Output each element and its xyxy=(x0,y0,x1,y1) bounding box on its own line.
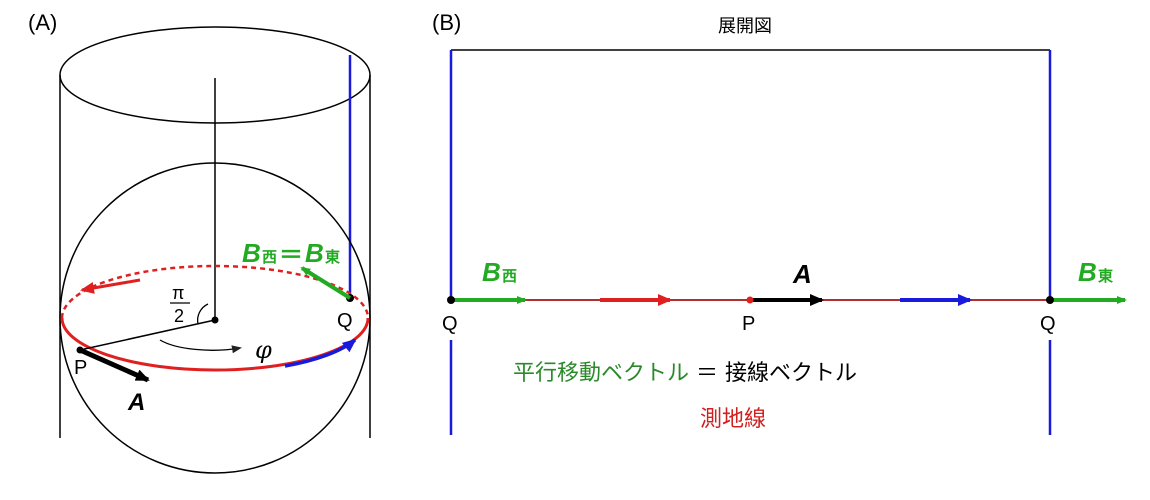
panel-a: (A) π 2 φ P xyxy=(28,10,371,474)
point-q-left-dot xyxy=(447,296,455,304)
parallel-transport-text: 平行移動ベクトル xyxy=(513,361,689,386)
vector-a-label: A xyxy=(127,389,145,416)
point-p-developed-dot xyxy=(746,296,754,304)
development-title: 展開図 xyxy=(718,16,772,37)
panel-a-label: (A) xyxy=(28,10,57,35)
b-east-subscript: 東 xyxy=(325,248,340,266)
b-west-developed-subscript: 西 xyxy=(502,267,517,285)
point-q-right-label: Q xyxy=(1040,313,1056,335)
geodesic-caption: 測地線 xyxy=(700,407,766,432)
point-q-label: Q xyxy=(337,310,353,332)
two-label: 2 xyxy=(174,306,184,326)
equator-blue-arrow xyxy=(284,338,357,368)
pi-label: π xyxy=(172,283,184,303)
sphere-center-dot xyxy=(211,316,219,324)
b-west-developed-symbol: B xyxy=(482,257,501,287)
panel-b-label: (B) xyxy=(432,10,461,35)
phi-label: φ xyxy=(255,336,272,364)
panel-b: (B) 展開図 Q P Q A B 西 B 東 xyxy=(432,10,1127,435)
tangent-vector-text: 接線ベクトル xyxy=(725,361,857,386)
caption-equals: ＝ xyxy=(689,361,725,386)
right-angle-mark xyxy=(196,303,209,325)
b-east-symbol: B xyxy=(305,238,324,268)
b-vector-arrow xyxy=(300,266,352,300)
vector-a-developed-label: A xyxy=(792,259,812,289)
b-east-developed-subscript: 東 xyxy=(1098,267,1113,285)
point-q-right-dot xyxy=(1046,296,1054,304)
equals-sign: ＝ xyxy=(279,241,303,269)
point-p-label: P xyxy=(74,357,87,379)
b-west-symbol: B xyxy=(242,238,261,268)
phi-arc xyxy=(159,339,242,354)
b-west-subscript: 西 xyxy=(262,248,277,266)
vector-a-arrow xyxy=(78,347,150,383)
radius-to-p xyxy=(79,319,216,351)
b-east-developed-symbol: B xyxy=(1078,257,1097,287)
equator-back-dashed xyxy=(60,264,370,319)
equator-red-arrow xyxy=(80,278,141,294)
point-p-developed-label: P xyxy=(742,313,755,335)
point-q-left-label: Q xyxy=(442,313,458,335)
equivalence-caption: 平行移動ベクトル ＝ 接線ベクトル xyxy=(513,361,857,386)
